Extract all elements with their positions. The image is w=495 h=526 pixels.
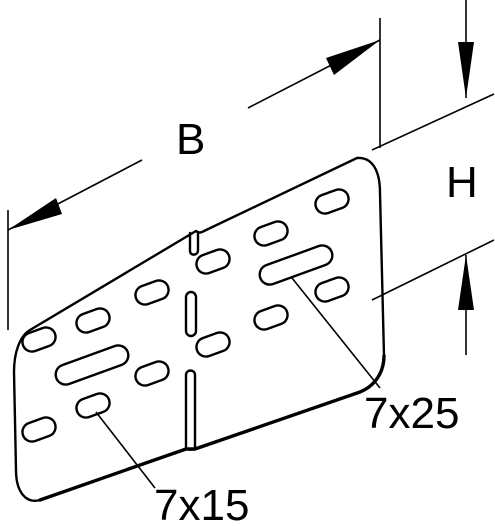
leader-7x25 [291,277,381,389]
right-small-slots [195,188,350,358]
left-small-slots [21,279,170,443]
center-slot [184,290,198,338]
right-long-slot [258,244,334,286]
h-arrow-top [458,42,474,98]
center-notch-top [188,230,200,256]
center-notch-bottom [184,369,197,450]
leader-7x15 [95,411,156,489]
plate-edge [38,354,386,502]
dimension-label-h: H [446,158,478,207]
left-long-slot [54,344,130,386]
slot-label-7x25: 7x25 [364,389,459,438]
b-arrow-right [326,40,380,75]
h-arrow-bottom [458,255,474,310]
h-extension-bottom [371,239,495,301]
h-extension-top [371,93,495,151]
dimension-label-b: B [176,115,205,164]
slot-label-7x15: 7x15 [154,481,249,526]
b-arrow-left [8,198,62,230]
